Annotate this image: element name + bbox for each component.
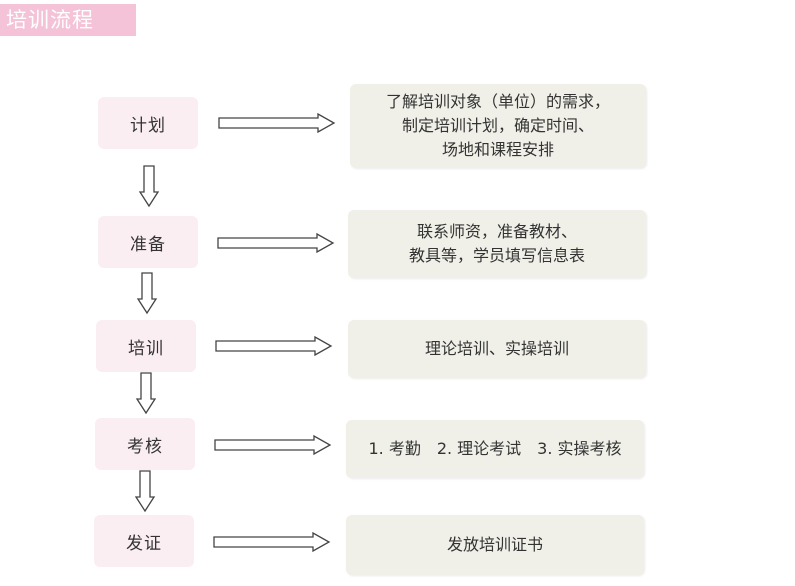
step-plan-description: 了解培训对象（单位）的需求， 制定培训计划，确定时间、 场地和课程安排	[350, 84, 646, 168]
right-arrow-icon	[213, 531, 331, 553]
down-arrow-icon	[134, 470, 156, 513]
description-line: 联系师资，准备教材、	[416, 222, 577, 241]
right-arrow-icon	[217, 232, 335, 254]
description-line: 教具等，学员填写信息表	[408, 246, 585, 265]
step-certification: 发证	[94, 515, 194, 567]
step-plan: 计划	[98, 97, 198, 149]
right-arrow-icon	[218, 112, 336, 134]
down-arrow-icon	[138, 165, 160, 208]
page-title: 培训流程	[0, 4, 136, 36]
step-certification-description: 发放培训证书	[346, 515, 644, 575]
step-assessment: 考核	[95, 418, 195, 470]
description-line: 理论培训、实操培训	[424, 339, 569, 358]
step-training-description: 理论培训、实操培训	[348, 320, 646, 378]
right-arrow-icon	[214, 434, 332, 456]
description-line: 1. 考勤 2. 理论考试 3. 实操考核	[368, 439, 622, 458]
right-arrow-icon	[215, 335, 333, 357]
step-prepare-description: 联系师资，准备教材、 教具等，学员填写信息表	[348, 210, 646, 278]
description-line: 了解培训对象（单位）的需求，	[385, 92, 610, 111]
description-line: 发放培训证书	[446, 535, 543, 554]
step-training: 培训	[96, 320, 196, 372]
down-arrow-icon	[135, 372, 157, 415]
down-arrow-icon	[136, 272, 158, 315]
step-assessment-description: 1. 考勤 2. 理论考试 3. 实操考核	[346, 420, 644, 478]
description-line: 制定培训计划，确定时间、	[401, 116, 594, 135]
step-prepare: 准备	[98, 216, 198, 268]
description-line: 场地和课程安排	[441, 140, 554, 159]
